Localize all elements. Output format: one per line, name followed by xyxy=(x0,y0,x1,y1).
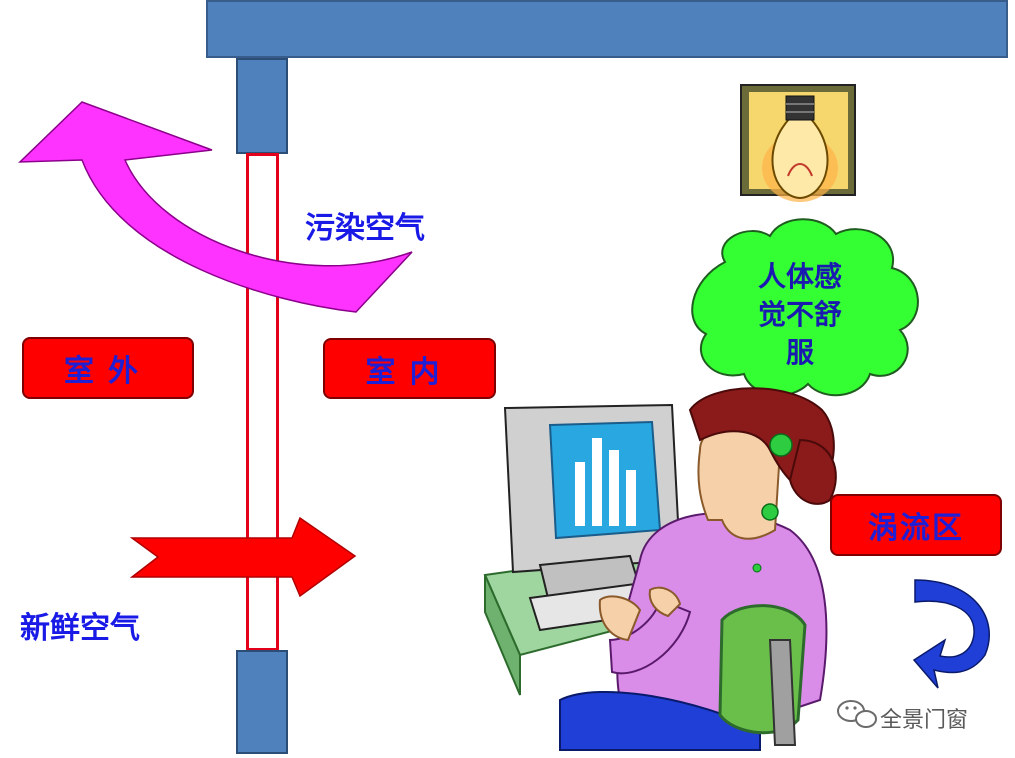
outdoor-label: 室外 xyxy=(22,337,194,399)
wall-lower-block xyxy=(236,650,288,754)
watermark-text: 全景门窗 xyxy=(880,708,969,733)
indoor-label: 室内 xyxy=(323,338,496,399)
light-bulb-icon xyxy=(740,84,856,202)
discomfort-line-1: 人体感 xyxy=(757,260,842,293)
polluted-air-label: 污染空气 xyxy=(305,211,425,246)
wechat-icon xyxy=(837,700,877,728)
fresh-air-label: 新鲜空气 xyxy=(20,611,140,646)
ceiling-beam xyxy=(206,0,1008,58)
wall-upper-block xyxy=(236,58,288,154)
fresh-air-arrow xyxy=(129,516,357,598)
office-chair xyxy=(718,604,807,746)
discomfort-cloud xyxy=(691,218,919,397)
polluted-air-arrow xyxy=(18,101,413,313)
eddy-zone-label: 涡流区 xyxy=(830,494,1002,556)
discomfort-text: 人体感 觉不舒 服 xyxy=(735,258,865,372)
discomfort-line-2: 觉不舒 xyxy=(757,298,842,331)
discomfort-line-3: 服 xyxy=(785,336,814,369)
eddy-arrow xyxy=(912,579,990,689)
